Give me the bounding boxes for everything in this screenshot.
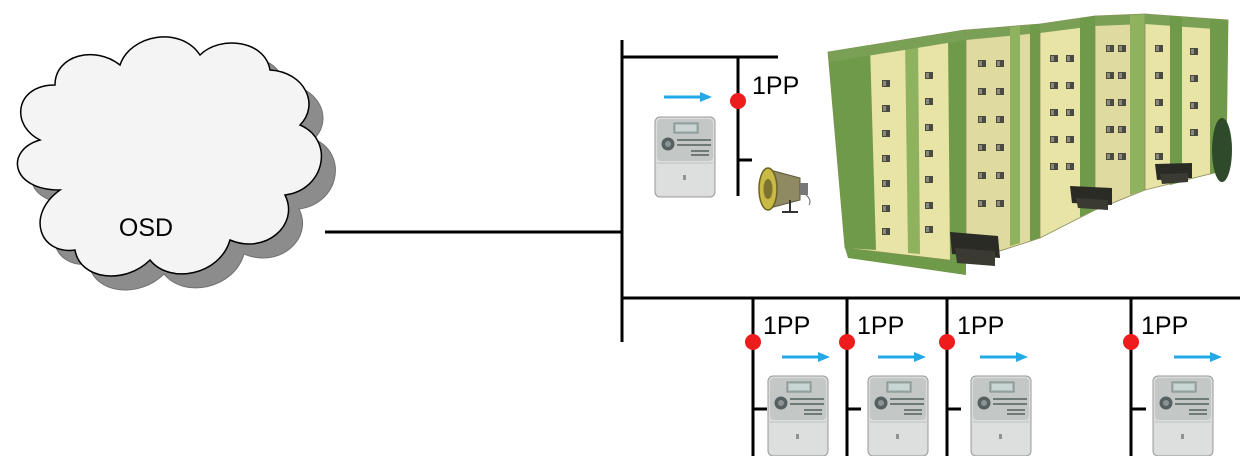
- electricity-meter-icon: [767, 375, 829, 456]
- flow-arrow-icon: [978, 350, 1030, 364]
- electricity-meter-icon: [970, 375, 1032, 456]
- connection-point-marker: [745, 334, 761, 350]
- electricity-meter-icon: [654, 116, 716, 198]
- electricity-meter-icon: [1152, 375, 1214, 456]
- flow-arrow-icon: [662, 90, 714, 104]
- connection-point-label: 1PP: [957, 312, 1004, 340]
- bottom-branch-4: 1PP: [1123, 312, 1224, 456]
- bottom-branch-2: 1PP: [839, 312, 929, 456]
- top-branch: 1PP: [654, 72, 811, 213]
- bottom-branch-3: 1PP: [939, 312, 1032, 456]
- building-entrances: [950, 163, 1192, 266]
- connection-point-marker: [839, 334, 855, 350]
- electricity-meter-icon: [867, 375, 929, 456]
- connection-point-label: 1PP: [1141, 312, 1188, 340]
- bottom-branch-1: 1PP: [745, 312, 832, 456]
- connection-point-label: 1PP: [763, 312, 810, 340]
- connection-point-marker: [730, 93, 746, 109]
- connection-point-marker: [1123, 334, 1139, 350]
- network-lines: [325, 40, 1240, 456]
- cloud-label: OSD: [119, 214, 173, 242]
- flow-arrow-icon: [780, 350, 832, 364]
- apartment-building-image: [827, 13, 1232, 275]
- cloud-shape: [16, 36, 323, 277]
- osd-cloud: OSD: [16, 36, 336, 291]
- siren-icon: [758, 167, 811, 213]
- flow-arrow-icon: [1172, 350, 1224, 364]
- connection-point-label: 1PP: [857, 312, 904, 340]
- connection-point-marker: [939, 334, 955, 350]
- flow-arrow-icon: [876, 350, 928, 364]
- connection-point-label: 1PP: [752, 72, 799, 100]
